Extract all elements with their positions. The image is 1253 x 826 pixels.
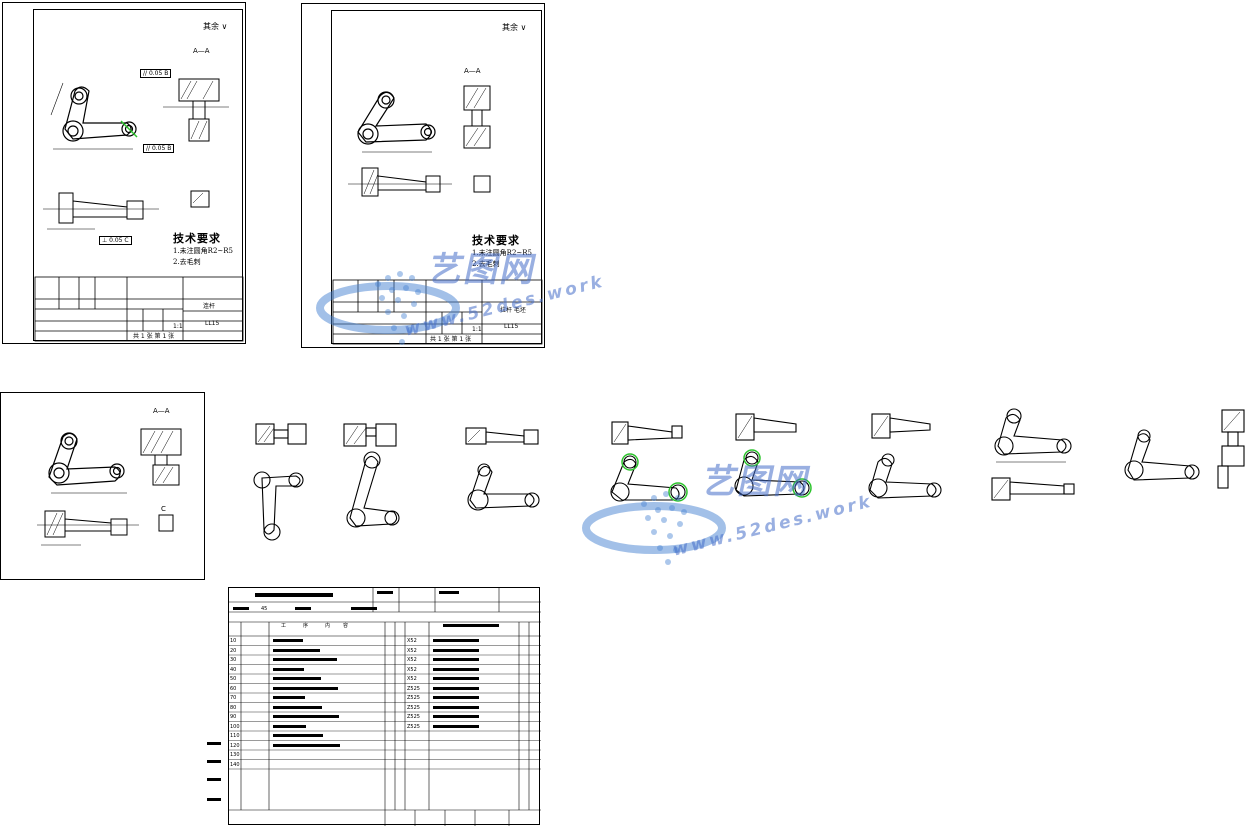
process-row-tooling <box>433 686 479 690</box>
process-row-number: 20 <box>230 647 237 654</box>
process-row-content <box>273 639 303 642</box>
title-block-no-1: LL15 <box>205 320 220 327</box>
process-row-number: 60 <box>230 685 237 692</box>
process-card-side-1 <box>207 742 221 745</box>
process-row-content <box>273 696 305 699</box>
process-row-content <box>273 734 323 737</box>
process-row-tooling <box>433 639 479 642</box>
process-card-blank-size <box>351 607 377 610</box>
process-card-grid <box>229 588 541 826</box>
process-row-equipment: X52 <box>407 657 417 663</box>
process-row-number: 120 <box>230 742 240 749</box>
process-row-number: 50 <box>230 676 237 682</box>
tech-req-item-1a: 1.未注圆角R2~R5 <box>173 247 233 255</box>
process-row-number: 80 <box>230 704 237 711</box>
sheet-3-views <box>37 428 182 546</box>
title-block-scale-1: 1:1 <box>173 323 183 330</box>
process-row-equipment: X52 <box>407 647 417 654</box>
drawing-sheet-1: 其余 ∨ A—A // 0.05 B // 0.05 B ⊥ 0.05 C <box>2 2 246 344</box>
section-label-2: A—A <box>464 67 481 75</box>
process-row-content <box>273 715 339 718</box>
tech-req-item-2b: 2.去毛刺 <box>472 260 500 268</box>
tech-req-item-2a: 1.未注圆角R2~R5 <box>472 249 532 257</box>
drawing-sheet-3: A—A C <box>0 392 205 580</box>
process-row-equipment: Z525 <box>407 723 420 730</box>
sheet-1-frame <box>33 9 243 341</box>
process-row-number: 10 <box>230 638 237 644</box>
process-row-tooling <box>433 667 479 671</box>
process-row-content <box>273 686 338 690</box>
process-card-side-3 <box>207 778 221 781</box>
roughness-note-1: 其余 ∨ <box>203 22 228 31</box>
process-row-content <box>273 667 304 671</box>
tolerance-frame-2: // 0.05 B <box>143 144 175 153</box>
tech-req-item-1b: 2.去毛刺 <box>173 258 201 266</box>
process-row-content <box>273 648 320 652</box>
process-row-number: 40 <box>230 666 237 673</box>
process-row-tooling <box>433 696 479 699</box>
process-row-equipment: X52 <box>407 666 417 673</box>
process-row-content <box>273 743 340 747</box>
title-block-part-1: 连杆 <box>203 303 216 310</box>
process-row-number: 70 <box>230 695 237 701</box>
op-header-1: 工 <box>281 623 287 629</box>
title-block-part-2: 拉杆 毛坯 <box>500 307 526 314</box>
process-row-tooling <box>433 715 479 718</box>
process-card-product <box>377 591 393 594</box>
process-row-tooling <box>433 724 479 728</box>
process-card-side-4 <box>207 798 221 801</box>
view-c-label-3: C <box>161 505 166 513</box>
process-card-material-label <box>233 607 249 610</box>
sheet-1-views <box>34 78 244 342</box>
process-row-content <box>273 724 306 728</box>
process-row-number: 90 <box>230 714 237 720</box>
op-header-2: 序 <box>303 623 309 629</box>
roughness-note-2: 其余 ∨ <box>502 23 527 32</box>
process-row-equipment: Z525 <box>407 714 420 720</box>
process-row-equipment: Z525 <box>407 704 420 711</box>
process-row-equipment: X52 <box>407 638 417 644</box>
process-row-equipment: Z525 <box>407 685 420 692</box>
process-card-equip-header <box>443 624 499 627</box>
tolerance-frame-3: ⊥ 0.05 C <box>99 236 132 245</box>
title-block-count-1: 共 1 张 第 1 张 <box>133 333 175 340</box>
section-label-3: A—A <box>153 407 170 415</box>
sheet-2-frame <box>331 10 542 344</box>
process-card-blank <box>295 607 311 610</box>
process-row-tooling <box>433 705 479 709</box>
title-block-scale-2: 1:1 <box>472 326 482 333</box>
process-row-number: 130 <box>230 752 240 758</box>
process-row-number: 30 <box>230 657 237 663</box>
process-row-tooling <box>433 648 479 652</box>
process-card-title <box>255 593 333 597</box>
op-header-3: 内 <box>325 623 331 629</box>
title-block-no-2: LL15 <box>504 323 519 330</box>
process-card-part <box>439 591 459 594</box>
process-card-side-2 <box>207 760 221 763</box>
process-card-material: 45 <box>261 606 268 612</box>
tech-req-title-1: 技术要求 <box>173 232 221 245</box>
section-label-1: A—A <box>193 47 210 55</box>
process-row-equipment: X52 <box>407 676 417 682</box>
tolerance-frame-1: // 0.05 B <box>140 69 172 78</box>
process-row-number: 140 <box>230 761 240 768</box>
process-row-equipment: Z525 <box>407 695 420 701</box>
process-row-number: 100 <box>230 723 240 730</box>
process-row-number: 110 <box>230 733 240 739</box>
process-row-content <box>273 677 321 680</box>
title-block-count-2: 共 1 张 第 1 张 <box>430 336 472 343</box>
process-row-tooling <box>433 658 479 661</box>
process-row-content <box>273 705 322 709</box>
tech-req-title-2: 技术要求 <box>472 234 520 247</box>
process-row-tooling <box>433 677 479 680</box>
op-header-4: 容 <box>343 623 349 629</box>
process-row-content <box>273 658 337 661</box>
